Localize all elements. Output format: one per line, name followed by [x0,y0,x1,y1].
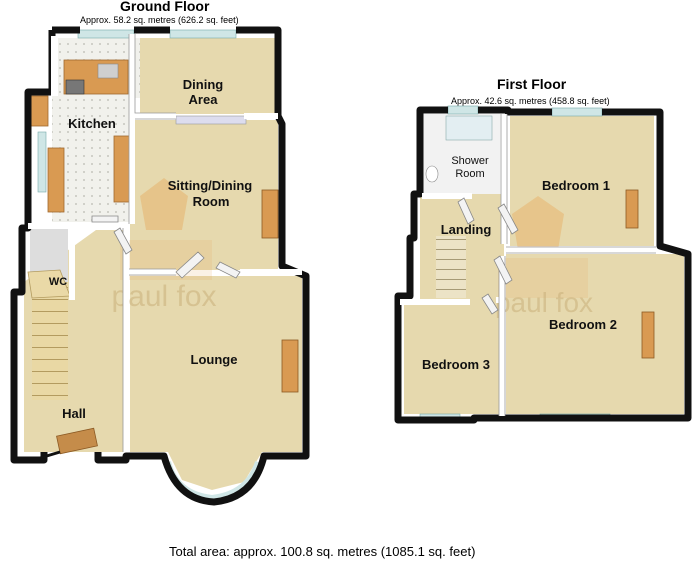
ground-outer-wall [10,26,310,506]
first-floor-area: Approx. 42.6 sq. metres (458.8 sq. feet) [451,96,610,106]
sitting-room-fireplace [261,189,279,239]
ground-floor-title: Ground Floor [120,0,210,14]
ground-floor-plan: paul fox [10,26,310,506]
label-kitchen: Kitchen [68,116,116,131]
window-kitchen [77,29,135,39]
total-area: Total area: approx. 100.8 sq. metres (10… [169,544,476,559]
label-lounge: Lounge [191,352,238,367]
window-bedroom1 [551,107,603,117]
toilet [425,165,439,183]
label-sitting-dining-2: Room [193,194,230,209]
lounge-fireplace [281,339,299,393]
ground-floor-area: Approx. 58.2 sq. metres (626.2 sq. feet) [80,15,239,25]
sitting-dining-floor [130,120,278,270]
hall-radiator [56,427,98,455]
kitchen-worktop-left [47,147,65,213]
first-floor-plan: paul fox Shower Room Bedroom [394,105,692,424]
window-shower [447,105,479,115]
shower-tray [445,115,493,141]
ground-inner-walls [28,34,302,452]
label-hall: Hall [62,406,86,421]
kitchen-hob [65,79,85,95]
label-shower-room-2: Room [455,168,484,180]
label-sitting-dining-1: Sitting/Dining [168,178,253,193]
first-inner-wall-edges [498,114,656,416]
label-dining-area-1: Dining [183,77,223,92]
label-landing: Landing [441,222,492,237]
ground-doors [91,215,241,279]
bedroom2-radiator [641,311,655,359]
window-dining [169,29,237,39]
watermark-first [498,196,588,298]
dining-area-floor [140,38,276,114]
label-shower-room-1: Shower [451,155,489,167]
label-bedroom2: Bedroom 2 [549,317,617,332]
label-wc: WC [49,276,67,288]
first-doors [457,197,519,315]
bedroom3-floor [404,304,500,414]
watermark-first-text: paul fox [495,287,593,318]
label-bedroom3: Bedroom 3 [422,357,490,372]
label-bedroom1: Bedroom 1 [542,178,610,193]
ground-stairs [32,282,68,400]
first-stairs [436,236,466,298]
lounge-floor [130,276,302,490]
label-dining-area-2: Area [189,92,219,107]
front-door [39,450,61,460]
ground-inner-wall-edges [122,34,176,452]
bedroom1-radiator [625,189,639,229]
first-floor-title: First Floor [497,76,567,92]
window-sitting [175,115,247,125]
kitchen-cabinet-left [29,95,49,127]
first-outer-wall [394,106,692,424]
window-kitchen-side [37,131,47,193]
first-inner-walls [400,114,656,416]
kitchen-sink [97,63,119,79]
